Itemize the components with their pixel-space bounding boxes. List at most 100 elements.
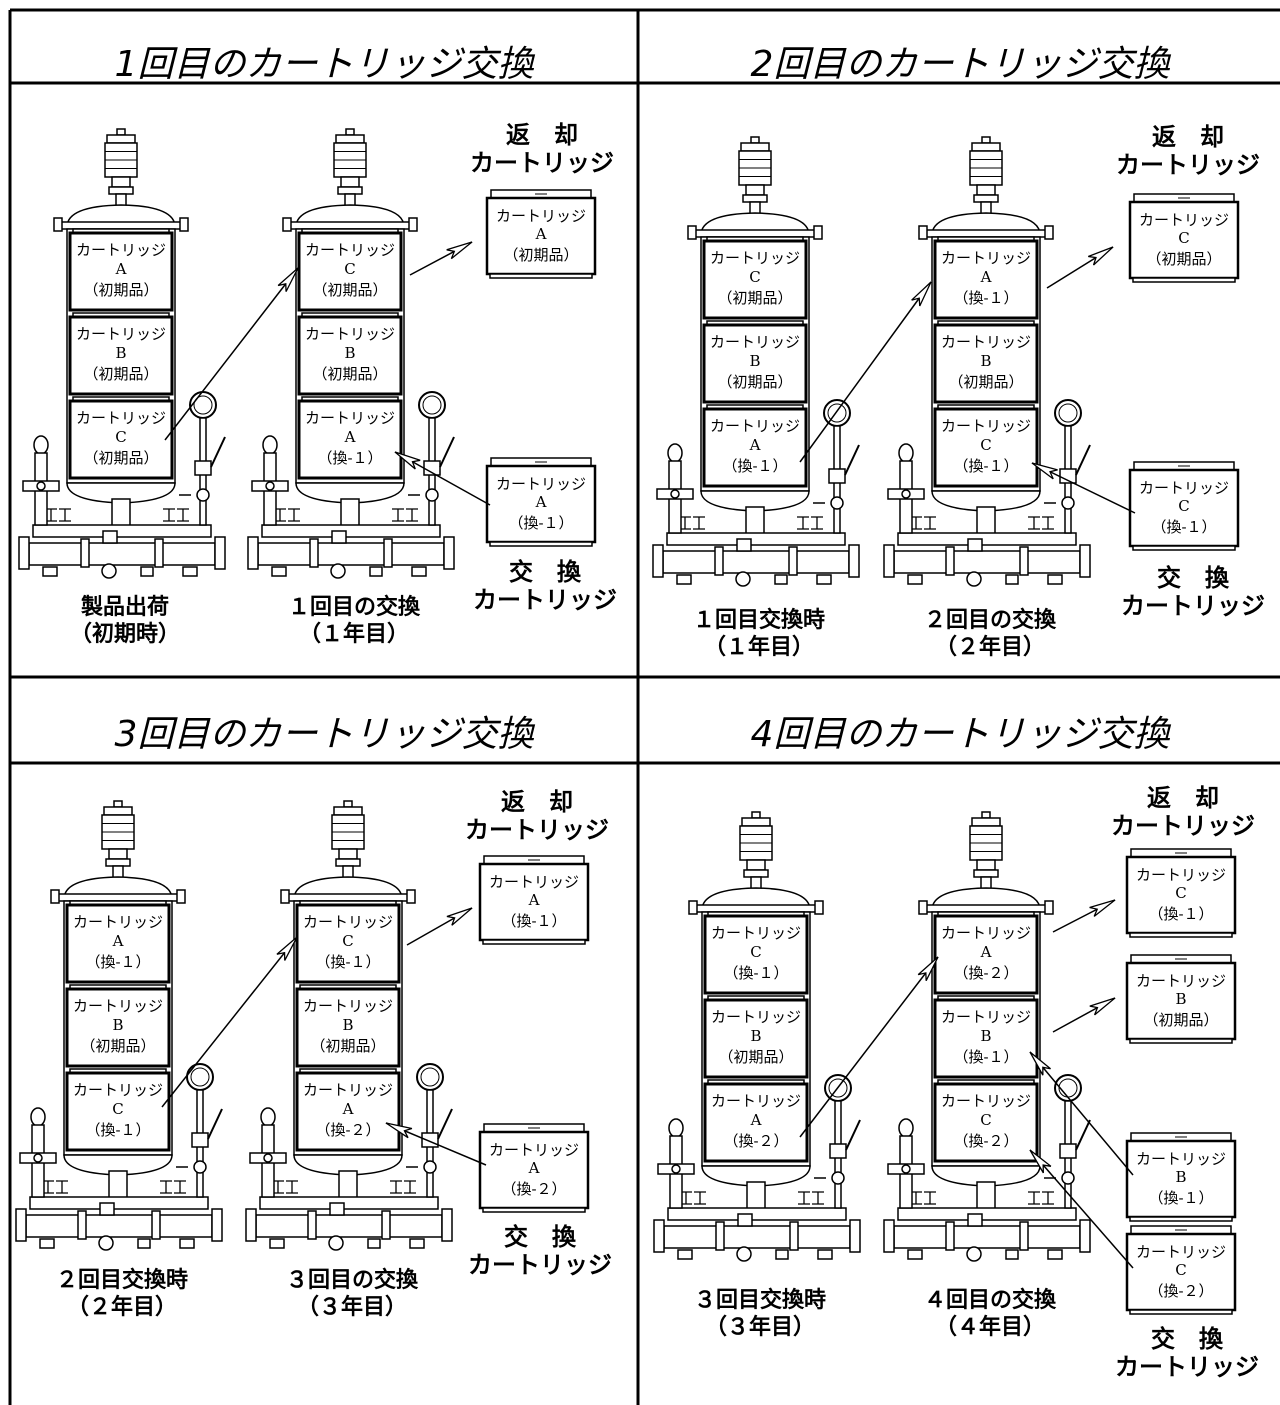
drain-valve-body	[329, 1202, 345, 1216]
clamp-left	[918, 225, 928, 240]
ball-valve	[831, 1171, 845, 1185]
exchange-label-sub: カートリッジ	[1121, 592, 1265, 620]
filter-housing: カートリッジC（初期品）カートリッジB（初期品）カートリッジA（換-１）１回目の…	[247, 128, 455, 647]
move-arrow	[1052, 997, 1116, 1033]
move-arrow	[1029, 1051, 1134, 1176]
cartridge-box	[297, 399, 403, 480]
relief-valve-port	[36, 481, 46, 491]
cartridge-letter: B	[980, 352, 991, 370]
cartridge-name: カートリッジ	[711, 1008, 801, 1026]
clamp-right	[176, 889, 186, 904]
cartridge-status: （換-１）	[501, 912, 566, 930]
pipe-flange-right	[1079, 544, 1091, 578]
move-arrow	[799, 281, 932, 463]
cartridge-letter: B	[1175, 1168, 1186, 1186]
lower-pipe	[663, 1225, 851, 1249]
cartridge-letter: A	[528, 891, 540, 909]
support-bracket	[797, 516, 809, 530]
cartridge-name: カートリッジ	[941, 333, 1031, 351]
ball-valve	[425, 488, 439, 502]
cartridge-name: カートリッジ	[303, 1081, 393, 1099]
pipe-coupling	[1019, 546, 1029, 576]
cartridge-name: カートリッジ	[1136, 866, 1226, 884]
exchange-label-sub: カートリッジ	[1115, 1353, 1259, 1381]
cartridge-name: カートリッジ	[941, 1008, 1031, 1026]
housing-caption-sub: （１年目）	[704, 634, 814, 660]
drain-valve-body	[967, 538, 983, 552]
ball-valve	[830, 496, 844, 510]
cartridge-letter: C	[749, 268, 760, 286]
vent-nut	[743, 869, 769, 878]
pipe-flange-left	[652, 544, 664, 578]
cartridge-letter: B	[1175, 990, 1186, 1008]
air-vent-cap	[971, 142, 1001, 152]
air-vent-knob	[343, 800, 353, 808]
cartridge-status: （初期品）	[83, 449, 158, 467]
move-arrow	[406, 907, 473, 946]
cartridge-name: カートリッジ	[710, 249, 800, 267]
cartridge-base	[1129, 1309, 1233, 1315]
relief-valve-port	[263, 1153, 273, 1163]
filter-housing: カートリッジA（初期品）カートリッジB（初期品）カートリッジC（初期品）製品出荷…	[18, 128, 226, 647]
cartridge-name: カートリッジ	[941, 417, 1031, 435]
cartridge-letter: C	[980, 1111, 991, 1129]
tank-flange	[695, 904, 817, 913]
lower-pipe	[257, 542, 445, 566]
cartridge-status: （換-１）	[315, 953, 380, 971]
returned-cartridge-box	[478, 862, 590, 942]
returned-label: 返 却	[506, 121, 578, 149]
clamp-left	[280, 889, 290, 904]
move-arrow	[161, 936, 298, 1108]
cartridge-letter: A	[342, 1100, 354, 1118]
exchange-label: 交 換	[1157, 564, 1230, 592]
cartridge-letter: A	[344, 428, 356, 446]
clamp-left	[282, 217, 292, 232]
cartridge-name: カートリッジ	[710, 417, 800, 435]
lower-pipe	[25, 1214, 213, 1238]
drain-valve-body	[736, 538, 752, 552]
panel-1: 1回目のカートリッジ交換カートリッジA（初期品）カートリッジB（初期品）カートリ…	[18, 44, 617, 647]
cartridge-name: カートリッジ	[710, 333, 800, 351]
cartridge-name: カートリッジ	[941, 249, 1031, 267]
pipe-coupling	[945, 1221, 955, 1251]
cartridge-name: カートリッジ	[305, 241, 395, 259]
cartridge-box	[933, 407, 1039, 488]
vent-fitting	[338, 848, 358, 860]
cartridge-base	[482, 939, 586, 945]
vent-fitting	[745, 184, 765, 196]
housing-caption-sub: （３年目）	[705, 1314, 815, 1340]
cartridge-status: （換-１）	[722, 457, 787, 475]
support-bracket	[694, 1191, 706, 1205]
cartridge-status: （換-１）	[85, 1121, 150, 1139]
cartridge-letter: C	[1175, 1261, 1186, 1279]
clamp-left	[688, 900, 698, 915]
air-vent-cap	[740, 142, 770, 152]
panel-4: 4回目のカートリッジ交換カートリッジC（換-１）カートリッジB（初期品）カートリ…	[653, 714, 1259, 1381]
housing-caption: 製品出荷	[80, 594, 169, 620]
panel-title: 4回目のカートリッジ交換	[751, 714, 1172, 755]
cartridge-box	[295, 1071, 401, 1152]
ball-valve-body	[191, 1132, 209, 1148]
support-bracket	[1028, 516, 1040, 530]
cartridge-name: カートリッジ	[489, 1141, 579, 1159]
pipe-coupling	[151, 1210, 161, 1240]
housing-caption: ３回目交換時	[694, 1287, 826, 1313]
pipe-flange-left	[15, 1208, 27, 1242]
support-bracket	[288, 508, 300, 522]
cartridge-letter: B	[750, 1027, 761, 1045]
relief-valve-port	[901, 1164, 911, 1174]
pipe-flange-left	[247, 536, 259, 570]
upper-manifold	[897, 1207, 1077, 1221]
relief-valve-cap	[262, 435, 278, 455]
cartridge-letter: B	[342, 1016, 353, 1034]
ball-valve	[1061, 496, 1075, 510]
